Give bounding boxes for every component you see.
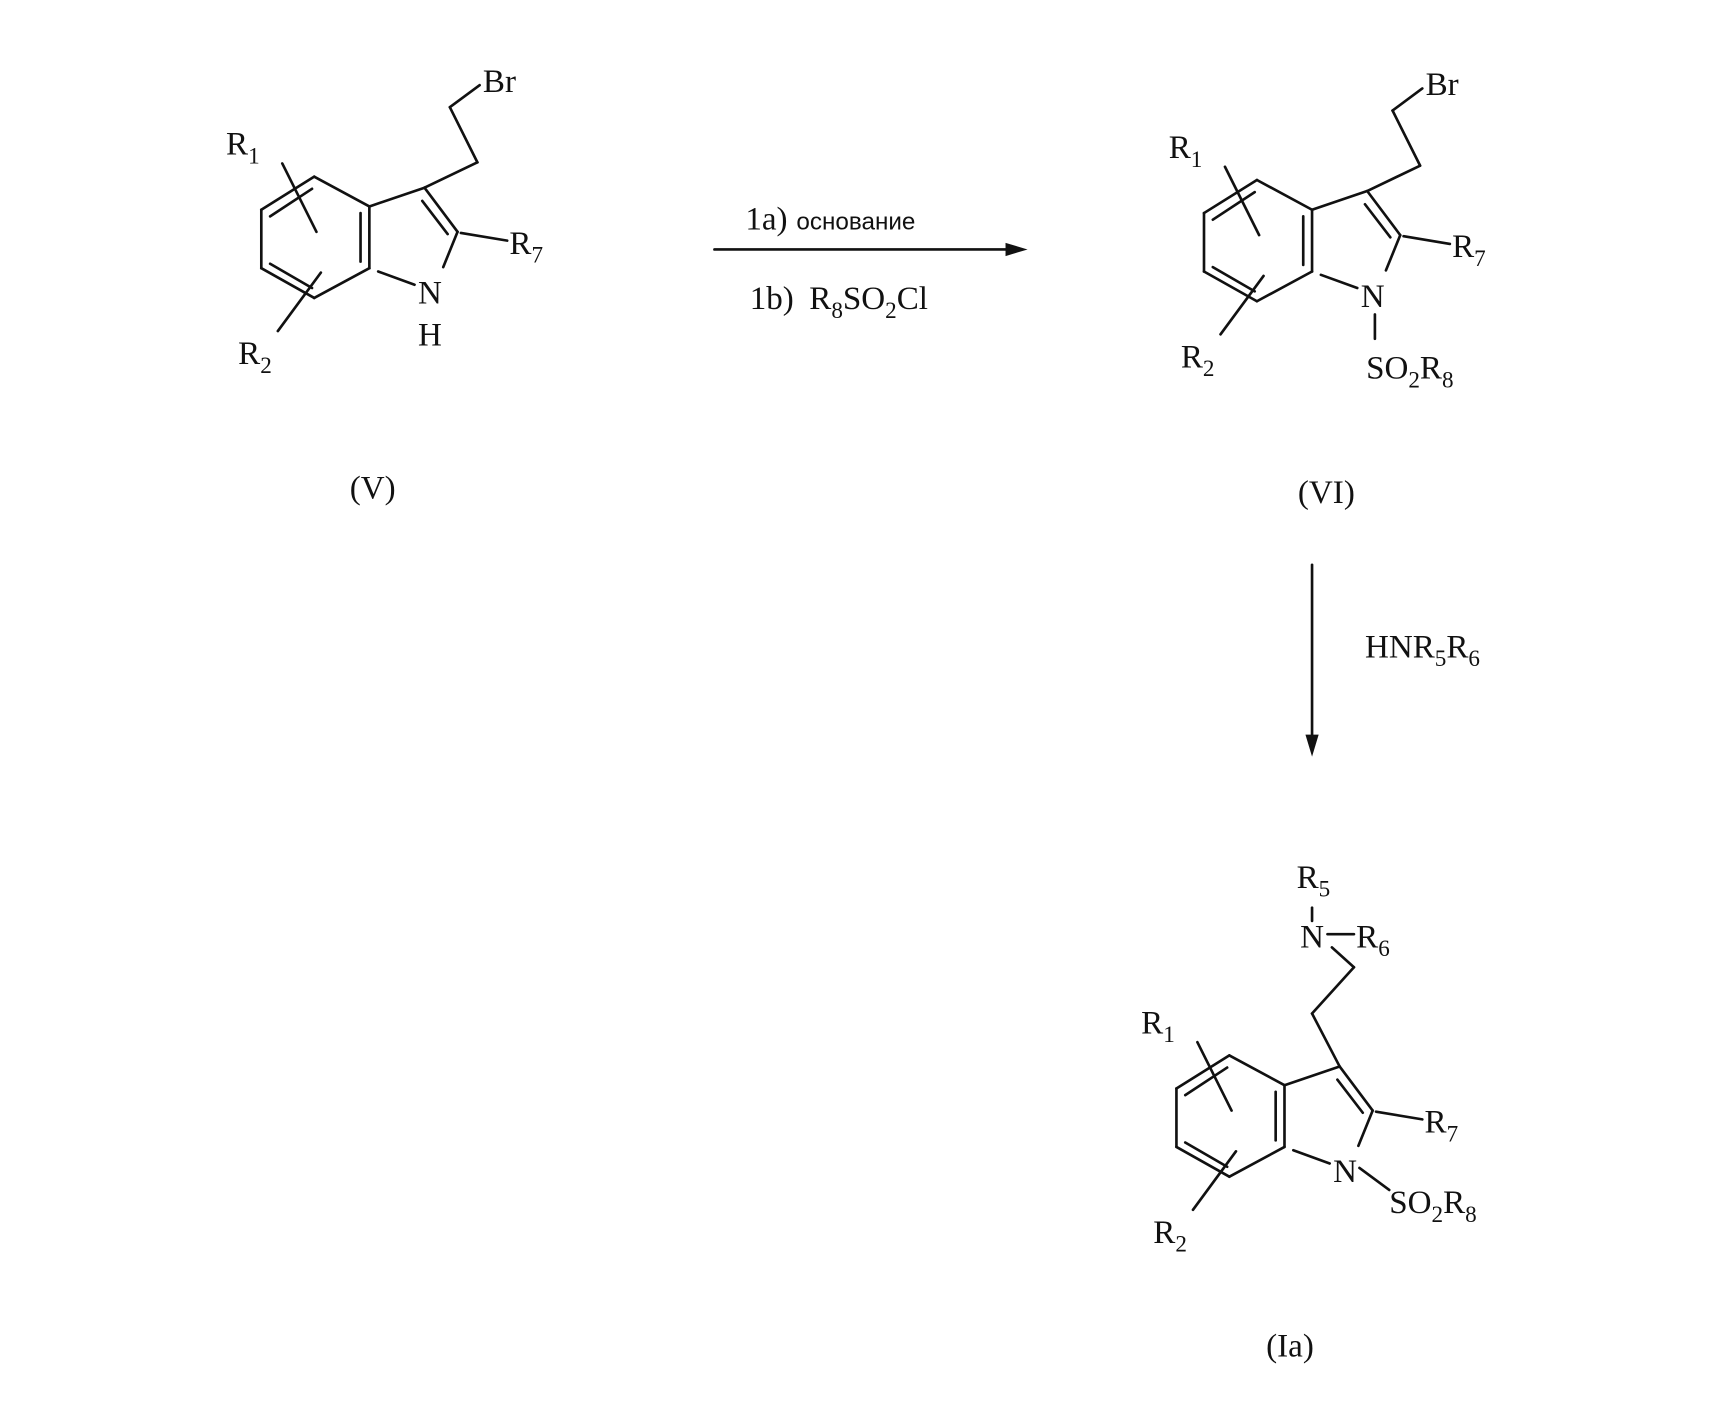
sulfonyl-label: SO2R8 (1366, 350, 1453, 393)
compound-label-Ia: (Ia) (1266, 1328, 1314, 1364)
bond (1363, 202, 1392, 239)
reaction-arrow-step1 (713, 242, 1028, 257)
bond (1228, 1054, 1286, 1087)
bond (423, 161, 479, 190)
reaction-arrow-step2 (1305, 563, 1319, 757)
bond (1183, 1066, 1229, 1097)
bond (312, 175, 371, 208)
r7-label: R7 (509, 226, 543, 269)
bromine-label: Br (483, 64, 516, 100)
bond (1336, 1078, 1365, 1115)
r2-label: R2 (1181, 339, 1215, 382)
bond (1402, 234, 1452, 246)
r1-label: R1 (1141, 1005, 1175, 1048)
bond (1391, 87, 1424, 112)
r7-label: R7 (1425, 1105, 1459, 1148)
bond (1228, 1145, 1286, 1179)
bromine-label: Br (1426, 67, 1459, 103)
hydrogen-label: H (418, 317, 442, 353)
r1-label: R1 (226, 127, 260, 170)
bond (1365, 164, 1422, 193)
bond (1391, 109, 1422, 167)
bond (448, 105, 479, 164)
bond (1310, 189, 1369, 212)
bond (1211, 265, 1257, 293)
bond (1223, 165, 1261, 237)
bond (268, 187, 314, 218)
sulfonyl-label: SO2R8 (1389, 1185, 1476, 1228)
r5-label: R5 (1297, 860, 1331, 903)
bond (1365, 189, 1402, 237)
step1-line-b: 1b)R8SO2Cl (750, 281, 928, 324)
bond (376, 270, 416, 287)
bond (1310, 1012, 1341, 1068)
nitrogen-label: N (1333, 1154, 1357, 1190)
bond (268, 262, 314, 290)
compound-label-VI: (VI) (1298, 475, 1355, 511)
bond (1219, 274, 1265, 336)
bond (448, 83, 481, 109)
bond (1291, 1148, 1332, 1165)
r2-label: R2 (238, 336, 272, 379)
bond (1310, 965, 1356, 1015)
compound-label-V: (V) (350, 471, 396, 507)
bond (312, 266, 371, 300)
nitrogen-label: N (1361, 279, 1385, 315)
bond (1183, 1141, 1229, 1169)
bond (1211, 190, 1257, 222)
bond (1202, 178, 1259, 215)
bond (1374, 1110, 1424, 1121)
bond (1175, 1054, 1231, 1090)
bond (1319, 273, 1359, 290)
bond (368, 186, 426, 208)
arrowhead-icon (1305, 734, 1319, 757)
bond (1283, 1065, 1341, 1087)
step1-line-a: 1a)основание (745, 202, 915, 238)
bond (1358, 1166, 1391, 1192)
bond (423, 186, 459, 234)
nitrogen-label: N (418, 275, 442, 311)
bond (459, 231, 509, 242)
r1-label: R1 (1169, 130, 1203, 173)
bond (1357, 1109, 1375, 1148)
bond (1384, 233, 1402, 272)
bond (1255, 270, 1314, 303)
r7-label: R7 (1452, 229, 1486, 272)
step2-reagent: HNR5R6 (1365, 629, 1480, 672)
r6-label: R6 (1356, 919, 1390, 962)
bond (1191, 1150, 1238, 1212)
bond (1330, 946, 1356, 969)
arrowhead-icon (1005, 242, 1028, 257)
amine-nitrogen-label: N (1300, 919, 1324, 955)
bond (1338, 1065, 1375, 1112)
bond (259, 175, 316, 212)
bond (420, 199, 449, 236)
bond (1255, 178, 1314, 212)
bond (441, 230, 459, 269)
bond (276, 271, 323, 333)
r2-label: R2 (1153, 1215, 1187, 1258)
bond (1196, 1040, 1233, 1112)
bond (280, 162, 318, 234)
